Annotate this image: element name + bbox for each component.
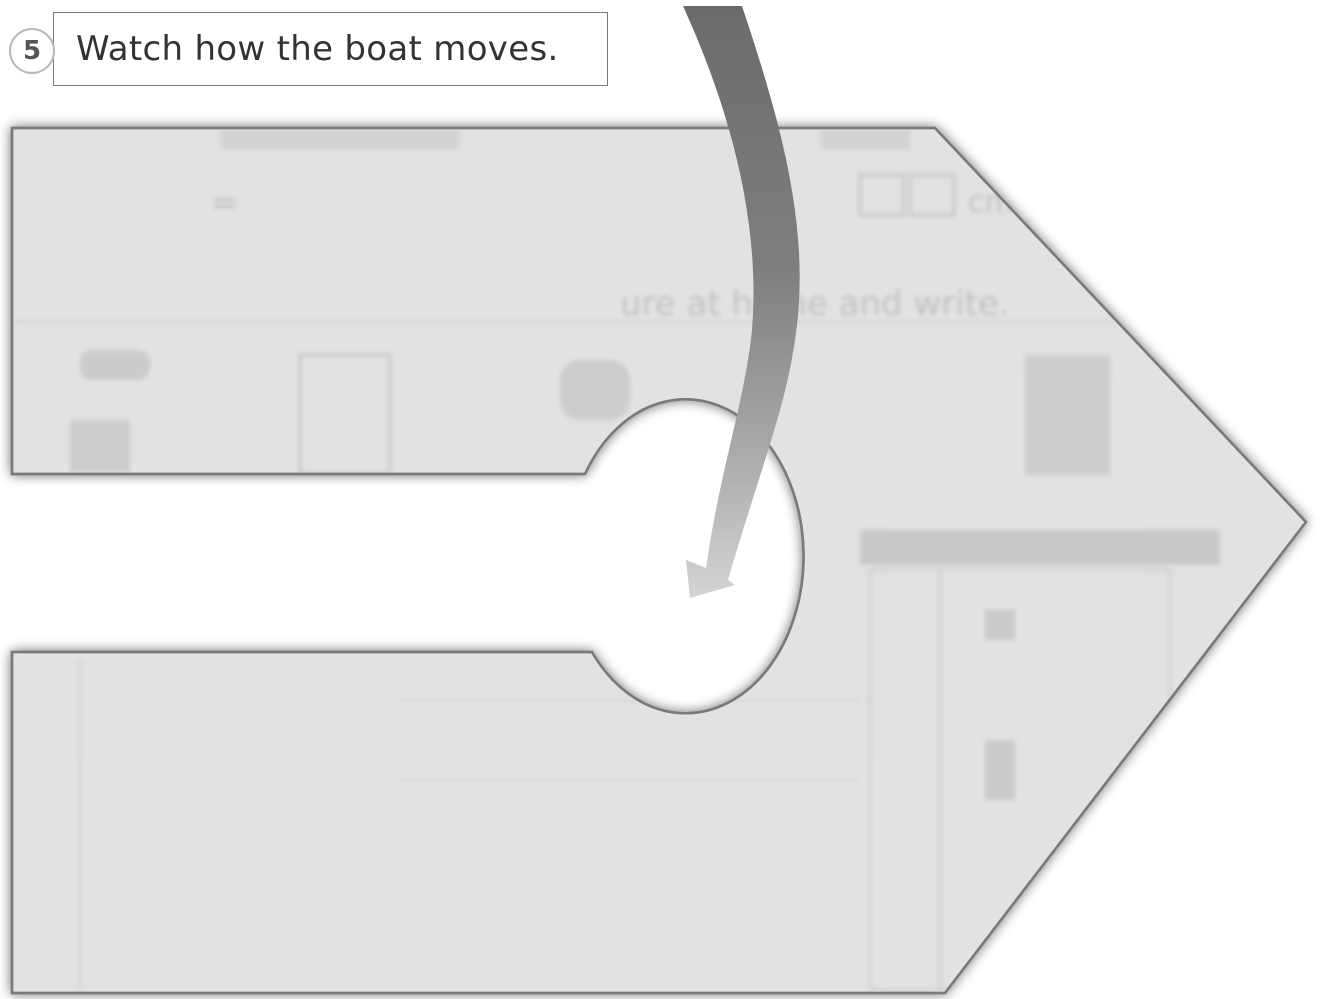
instruction-text: Watch how the boat moves. [76, 29, 559, 69]
instruction-box: Watch how the boat moves. [53, 12, 608, 86]
exercise-number-badge: 5 [9, 28, 55, 74]
svg-text:=: = [210, 183, 239, 223]
svg-text:ure at home and write.: ure at home and write. [620, 284, 1010, 324]
